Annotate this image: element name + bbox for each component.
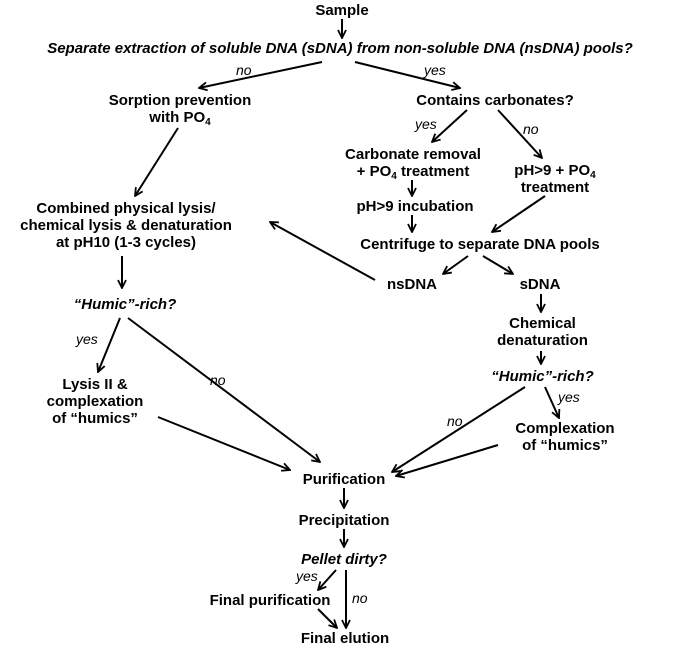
node-chemical-denaturation: Chemical denaturation [480, 315, 605, 349]
pellet-dirty-label: Pellet dirty? [301, 551, 387, 568]
arrow-ph9po4-to-centrifuge [492, 195, 546, 232]
precipitation-label: Precipitation [298, 512, 390, 529]
edge-label-carbonates-yes: yes [415, 116, 437, 132]
separate-no-text: no [236, 62, 252, 78]
node-purification: Purification [284, 471, 404, 488]
humic-left-label: “Humic”-rich? [73, 296, 177, 313]
arrow-humicR-no [392, 386, 526, 472]
arrow-humicL-yes [98, 317, 121, 372]
separate-yes-text: yes [424, 62, 446, 78]
sorption-line-1: Sorption prevention [108, 92, 252, 109]
humic-left-yes-text: yes [76, 331, 98, 347]
node-nsdna: nsDNA [372, 276, 452, 293]
node-precipitation: Precipitation [284, 512, 404, 529]
node-pellet-dirty: Pellet dirty? [284, 551, 404, 568]
purification-label: Purification [302, 471, 386, 488]
edge-label-humic-right-yes: yes [558, 389, 580, 405]
final-elution-label: Final elution [300, 630, 390, 647]
edge-label-separate-no: no [236, 62, 252, 78]
carb-removal-line-2-tail: treatment [396, 163, 470, 180]
arrow-lysis2-to-purification [157, 416, 290, 470]
carbonates-yes-text: yes [415, 116, 437, 132]
arrow-centrifuge-to-sdna [482, 255, 513, 274]
sdna-label: sDNA [519, 276, 561, 293]
edge-label-humic-left-no: no [210, 372, 226, 388]
lysis2-line-2: complexation [46, 393, 144, 410]
node-separate-question: Separate extraction of soluble DNA (sDNA… [0, 40, 680, 57]
carb-removal-line-2: + PO4 treatment [318, 163, 508, 182]
edge-label-pellet-yes: yes [296, 568, 318, 584]
combined-line-3: at pH10 (1-3 cycles) [55, 234, 197, 251]
ph9-incubation-label: pH>9 incubation [356, 198, 474, 215]
ph9po4-subscript: 4 [590, 170, 596, 181]
chem-denat-line-1: Chemical [509, 315, 576, 332]
node-centrifuge: Centrifuge to separate DNA pools [335, 236, 625, 253]
ph9po4-line-2: treatment [520, 179, 590, 196]
node-lysis-ii: Lysis II & complexation of “humics” [25, 376, 165, 427]
carb-removal-subscript: 4 [391, 171, 397, 182]
node-ph9-incubation: pH>9 incubation [340, 198, 490, 215]
lysis2-line-1: Lysis II & [62, 376, 128, 393]
arrow-question-no [199, 61, 323, 88]
node-final-elution: Final elution [290, 630, 400, 647]
lysis2-line-3: of “humics” [52, 410, 138, 427]
arrow-humicR-yes [544, 386, 559, 418]
complexation-line-1: Complexation [515, 420, 615, 437]
carb-removal-line-1: Carbonate removal [345, 146, 481, 163]
edge-label-carbonates-no: no [523, 121, 539, 137]
humic-left-no-text: no [210, 372, 226, 388]
node-complexation: Complexation of “humics” [500, 420, 630, 454]
arrow-humicL-no [127, 317, 320, 462]
combined-line-2: chemical lysis & denaturation [20, 217, 232, 234]
node-humic-rich-right: “Humic”-rich? [475, 368, 610, 385]
separate-question-label: Separate extraction of soluble DNA (sDNA… [47, 40, 633, 57]
edge-label-humic-left-yes: yes [76, 331, 98, 347]
node-carbonate-removal: Carbonate removal + PO4 treatment [318, 146, 508, 182]
pellet-yes-text: yes [296, 568, 318, 584]
humic-right-no-text: no [447, 413, 463, 429]
edge-label-separate-yes: yes [424, 62, 446, 78]
centrifuge-label: Centrifuge to separate DNA pools [360, 236, 600, 253]
node-sample: Sample [292, 2, 392, 19]
chem-denat-line-2: denaturation [497, 332, 588, 349]
sorption-subscript: 4 [205, 117, 211, 128]
arrow-carbonates-yes [432, 109, 468, 142]
arrow-finalpurification-to-elution [317, 608, 337, 628]
humic-right-label: “Humic”-rich? [491, 368, 594, 385]
node-combined-lysis: Combined physical lysis/ chemical lysis … [0, 200, 252, 251]
node-final-purification: Final purification [195, 592, 345, 609]
arrow-nsdna-to-combined [270, 222, 376, 281]
node-humic-rich-left: “Humic”-rich? [60, 296, 190, 313]
arrow-centrifuge-to-nsdna [443, 255, 469, 274]
pellet-no-text: no [352, 590, 368, 606]
nsdna-label: nsDNA [386, 276, 437, 293]
node-contains-carbonates: Contains carbonates? [390, 92, 600, 109]
final-purification-label: Final purification [209, 592, 331, 609]
carb-removal-line-2-text: + PO [356, 163, 392, 180]
combined-line-1: Combined physical lysis/ [36, 200, 216, 217]
complexation-line-2: of “humics” [522, 437, 608, 454]
arrow-sorption-to-combined [135, 127, 179, 196]
carbonates-no-text: no [523, 121, 539, 137]
sorption-line-2: with PO4 [90, 109, 270, 128]
ph9po4-line-1-text: pH>9 + PO [514, 162, 591, 179]
edge-label-pellet-no: no [352, 590, 368, 606]
node-sorption-prevention: Sorption prevention with PO4 [90, 92, 270, 128]
arrow-carbonates-no [497, 109, 542, 158]
ph9po4-line-1: pH>9 + PO4 [495, 162, 615, 181]
arrow-complex-to-purification [396, 444, 499, 476]
arrow-pellet-yes [318, 569, 337, 590]
carbonates-label: Contains carbonates? [416, 92, 574, 109]
humic-right-yes-text: yes [558, 389, 580, 405]
sample-label: Sample [315, 2, 369, 19]
arrow-question-yes [354, 61, 460, 88]
sorption-line-2-text: with PO [149, 109, 206, 126]
node-sdna: sDNA [505, 276, 575, 293]
node-ph9-po4-treatment: pH>9 + PO4 treatment [495, 162, 615, 196]
edge-label-humic-right-no: no [447, 413, 463, 429]
